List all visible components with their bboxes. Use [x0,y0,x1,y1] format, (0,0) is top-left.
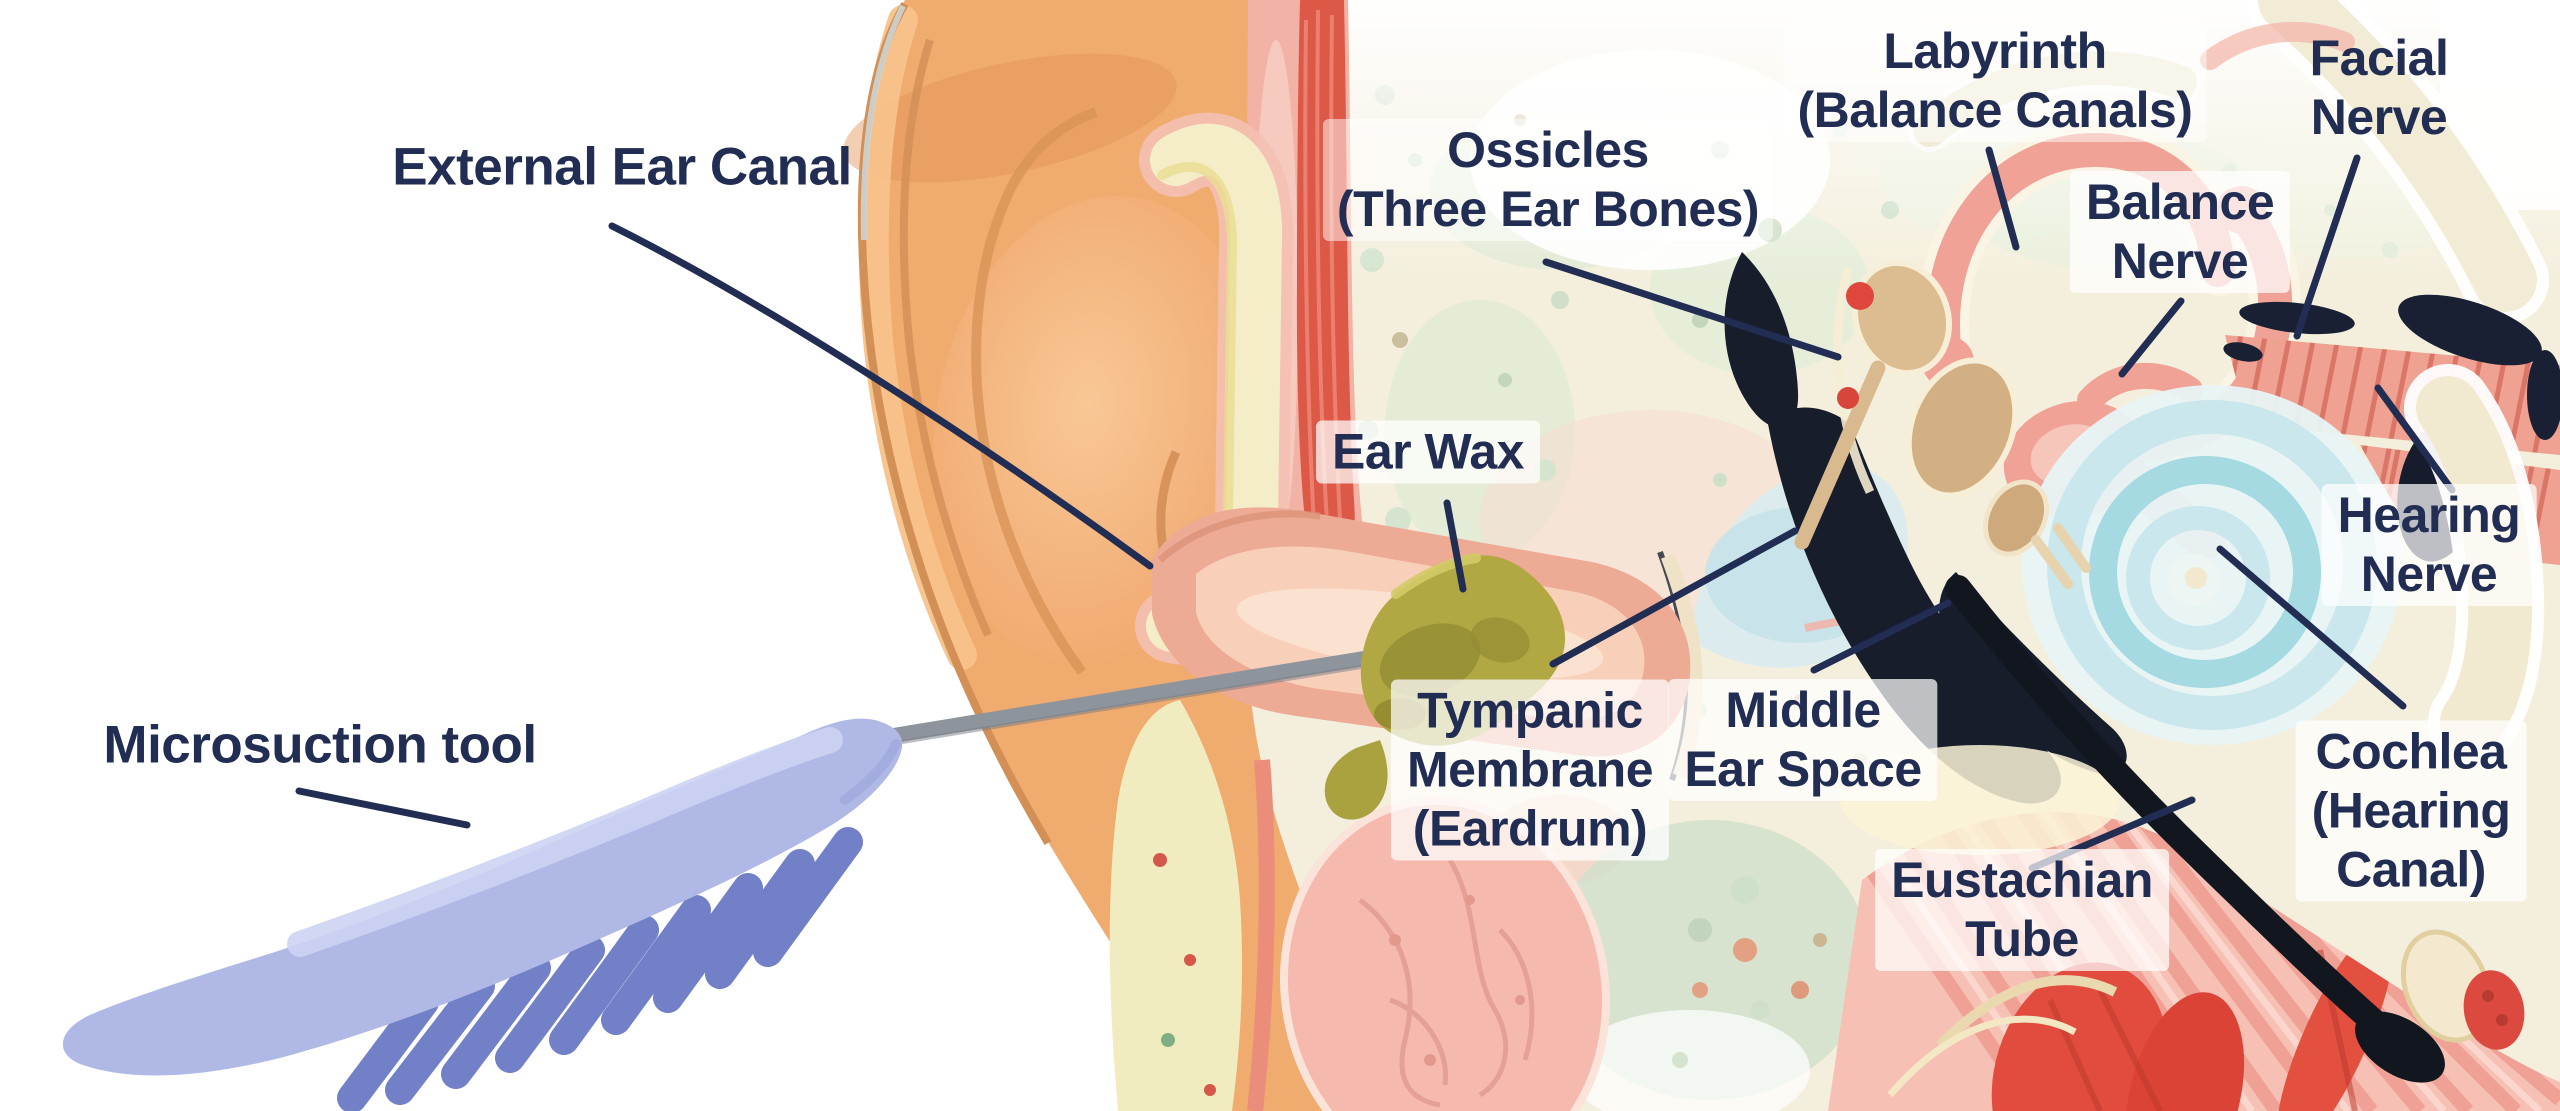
suction-tube [882,644,1412,746]
leader-middle-ear-space [1810,599,1952,674]
leader-external-ear-canal [608,222,1154,570]
leader-ossicles [1542,258,1842,361]
leader-labyrinth [1985,146,2020,251]
ear-lobe-tissue [1109,700,1610,1111]
leader-hearing-nerve [2374,384,2456,494]
leader-facial-nerve [2293,154,2361,340]
label-facial-nerve: Facial Nerve [2309,30,2449,145]
label-microsuction-tool: Microsuction tool [103,715,537,775]
leader-ear-wax [1443,499,1467,593]
label-tympanic-membrane: Tympanic Membrane (Eardrum) [1390,679,1670,861]
label-external-ear-canal: External Ear Canal [392,137,852,197]
label-hearing-nerve: Hearing Nerve [2321,484,2537,606]
eustachian-tube-shape [1945,575,2525,1083]
leader-tympanic-membrane [1549,527,1799,668]
microsuction-tool-shape [62,718,903,1111]
label-labyrinth: Labyrinth (Balance Canals) [1783,20,2207,142]
tool-teeth [337,827,863,1111]
label-middle-ear-space: Middle Ear Space [1668,679,1938,801]
label-eustachian-tube: Eustachian Tube [1875,849,2169,971]
label-cochlea: Cochlea (Hearing Canal) [2295,720,2527,902]
leader-cochlea [2216,545,2407,710]
leader-microsuction-tool [295,787,471,829]
label-balance-nerve: Balance Nerve [2069,171,2291,293]
label-ossicles: Ossicles (Three Ear Bones) [1322,119,1774,241]
leader-balance-nerve [2118,297,2185,378]
label-ear-wax: Ear Wax [1316,420,1540,484]
